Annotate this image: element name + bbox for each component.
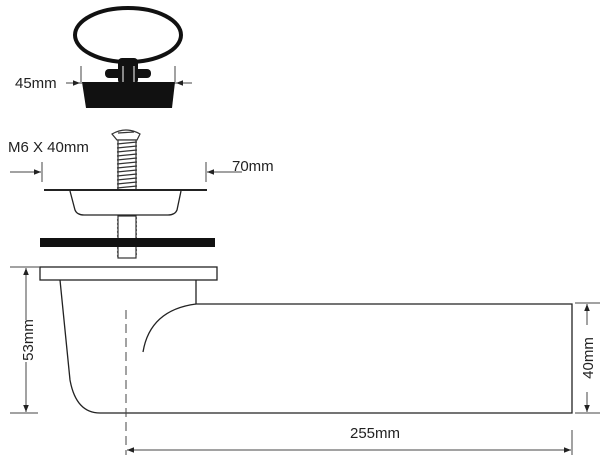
- screw-thread: [116, 177, 138, 181]
- screw-thread: [116, 145, 138, 149]
- screw-thread: [116, 165, 138, 169]
- flange-cup: [44, 189, 207, 216]
- plug-width-dimension: [66, 66, 192, 86]
- plug: [73, 6, 183, 108]
- screw-thread: [116, 153, 138, 157]
- screw-thread: [116, 185, 138, 189]
- pull-ring: [73, 6, 183, 64]
- screw-label: M6 X 40mm: [8, 139, 89, 156]
- screw-thread: [116, 141, 138, 145]
- screw-thread: [116, 181, 138, 185]
- rubber-stopper: [82, 82, 175, 108]
- gasket: [40, 238, 215, 247]
- screw-head: [111, 129, 141, 141]
- flange-width-dimension: [10, 162, 242, 182]
- depth-dimension: [10, 266, 40, 414]
- screw-thread: [116, 173, 138, 177]
- screw-thread: [116, 169, 138, 173]
- outlet-body: [39, 266, 573, 414]
- outlet-height-dimension: [575, 302, 600, 414]
- outlet-height-label: 40mm: [580, 337, 597, 379]
- outlet-length-label: 255mm: [350, 425, 400, 442]
- outlet-length-dimension: [127, 430, 573, 455]
- screw-thread: [116, 161, 138, 165]
- screw-thread: [116, 157, 138, 161]
- depth-label: 53mm: [20, 319, 37, 361]
- screw-thread: [116, 149, 138, 153]
- body-flange: [39, 266, 218, 281]
- plug-width-label: 45mm: [15, 75, 57, 92]
- plug-stem: [118, 58, 138, 84]
- flange-width-label: 70mm: [232, 158, 274, 175]
- screw: [111, 129, 141, 259]
